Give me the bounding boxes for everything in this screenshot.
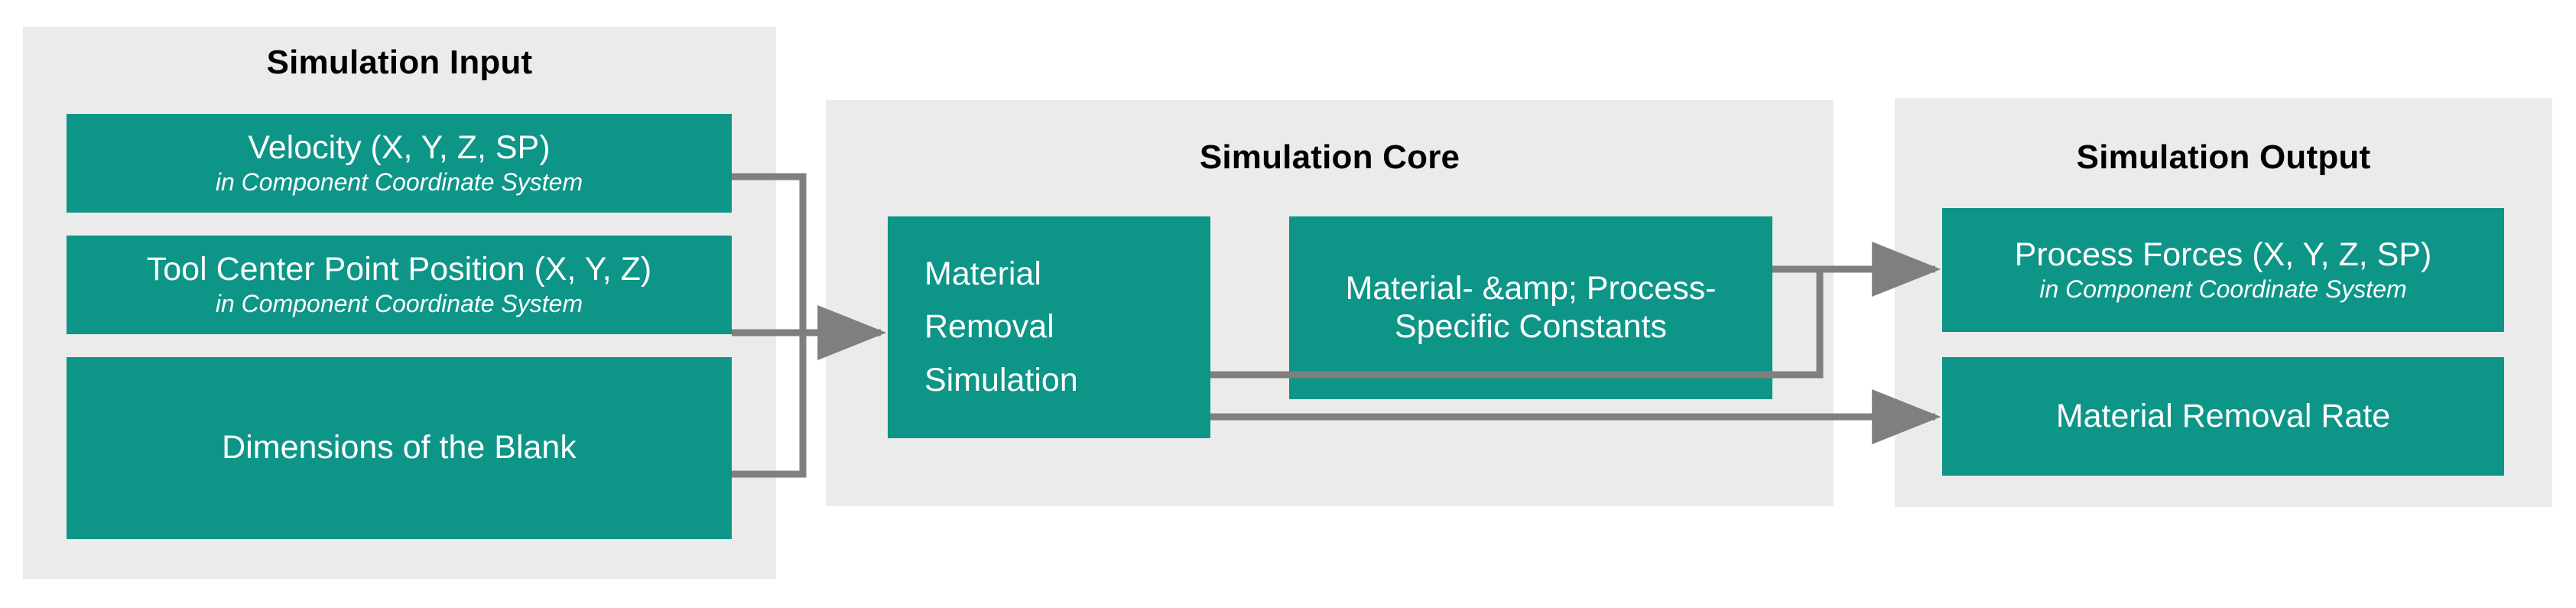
node-mrs-label: Material Removal Simulation [924,255,1078,398]
node-material-removal-simulation[interactable]: Material Removal Simulation [888,216,1210,438]
node-velocity[interactable]: Velocity (X, Y, Z, SP) in Component Coor… [67,114,732,213]
connector-blank-to-mrs [732,333,807,478]
node-velocity-label: Velocity (X, Y, Z, SP) [248,129,551,167]
node-process-forces[interactable]: Process Forces (X, Y, Z, SP) in Componen… [1942,208,2504,332]
node-material-removal-rate[interactable]: Material Removal Rate [1942,357,2504,476]
panel-title-simulation-core: Simulation Core [1199,138,1460,176]
node-process-forces-sublabel: in Component Coordinate System [2039,275,2407,303]
node-dimensions-of-the-blank[interactable]: Dimensions of the Blank [67,357,732,539]
node-constants-label: Material- &amp; Process- Specific Consta… [1345,269,1717,345]
node-tool-center-point-position[interactable]: Tool Center Point Position (X, Y, Z) in … [67,236,732,334]
node-process-forces-label: Process Forces (X, Y, Z, SP) [2014,236,2432,273]
connector-mrs-to-forces [1210,269,1824,379]
panel-title-simulation-input: Simulation Input [266,44,533,81]
node-velocity-sublabel: in Component Coordinate System [215,168,583,197]
node-material-process-specific-constants[interactable]: Material- &amp; Process- Specific Consta… [1289,216,1772,399]
node-tcp-label: Tool Center Point Position (X, Y, Z) [146,251,652,288]
connector-velocity-to-mrs [732,173,807,333]
node-material-removal-rate-label: Material Removal Rate [2055,397,2391,434]
node-tcp-sublabel: in Component Coordinate System [215,290,583,318]
node-blank-label: Dimensions of the Blank [222,429,577,467]
panel-title-simulation-output: Simulation Output [2076,138,2371,176]
